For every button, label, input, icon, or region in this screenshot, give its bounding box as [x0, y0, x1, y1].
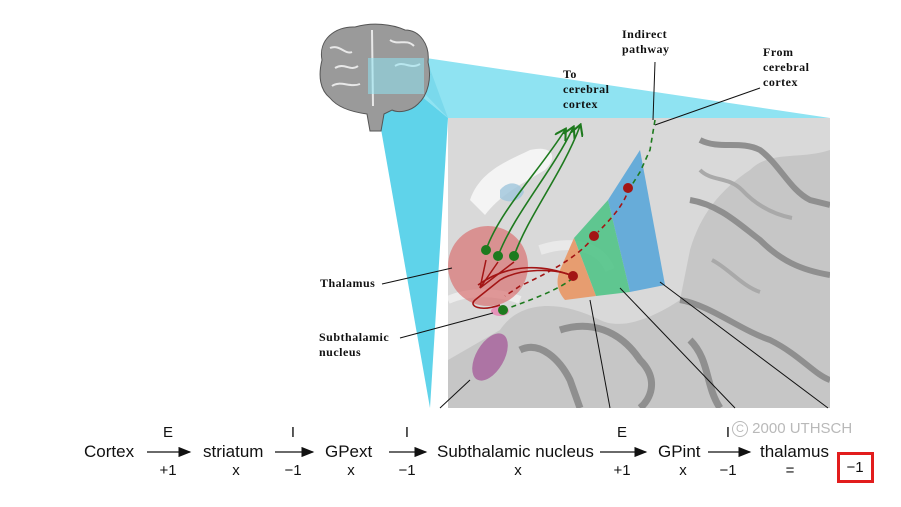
thalamus-label: Thalamus: [320, 276, 376, 290]
striatum-region: [608, 150, 665, 292]
node-cortex: Cortex: [84, 442, 135, 461]
arrow-type-4: E: [616, 424, 628, 441]
result-value: −1: [846, 459, 864, 476]
indirect-pathway-circuit: [472, 119, 656, 315]
node-thalamus: thalamus: [760, 442, 829, 461]
arrow-sign-5: −1: [719, 462, 737, 479]
copyright: C 2000 UTHSCH: [732, 420, 852, 437]
node-striatum: striatum: [203, 442, 264, 461]
leader-lines: [381, 61, 829, 409]
arrow-type-1: E: [162, 424, 174, 441]
arrow-type-5: I: [725, 424, 731, 441]
arrow-sign-2: −1: [284, 462, 302, 479]
arrow-type-2: I: [290, 424, 296, 441]
node-gpext: GPext: [325, 442, 373, 461]
copyright-icon: C: [732, 421, 748, 437]
arrow-type-3: I: [404, 424, 410, 441]
result-box: [837, 452, 874, 483]
arrow-sign-1: +1: [159, 462, 177, 479]
op-thalamus: =: [785, 462, 795, 479]
node-gpint: GPint: [658, 442, 701, 461]
thalamocortical-projections: [485, 126, 580, 257]
op-subthalamic: x: [514, 462, 522, 479]
brain-thumbnail-icon: [319, 23, 431, 132]
gpext-region: [574, 200, 630, 296]
node-subthalamic: Subthalamic nucleus: [437, 442, 594, 461]
arrow-sign-3: −1: [398, 462, 416, 479]
purple-structure: [472, 333, 508, 381]
arrow-sign-4: +1: [613, 462, 631, 479]
op-gpint: x: [679, 462, 687, 479]
thalamus-region: [448, 226, 528, 306]
op-gpext: x: [347, 462, 355, 479]
op-striatum: x: [232, 462, 240, 479]
gpint-region: [557, 238, 596, 300]
